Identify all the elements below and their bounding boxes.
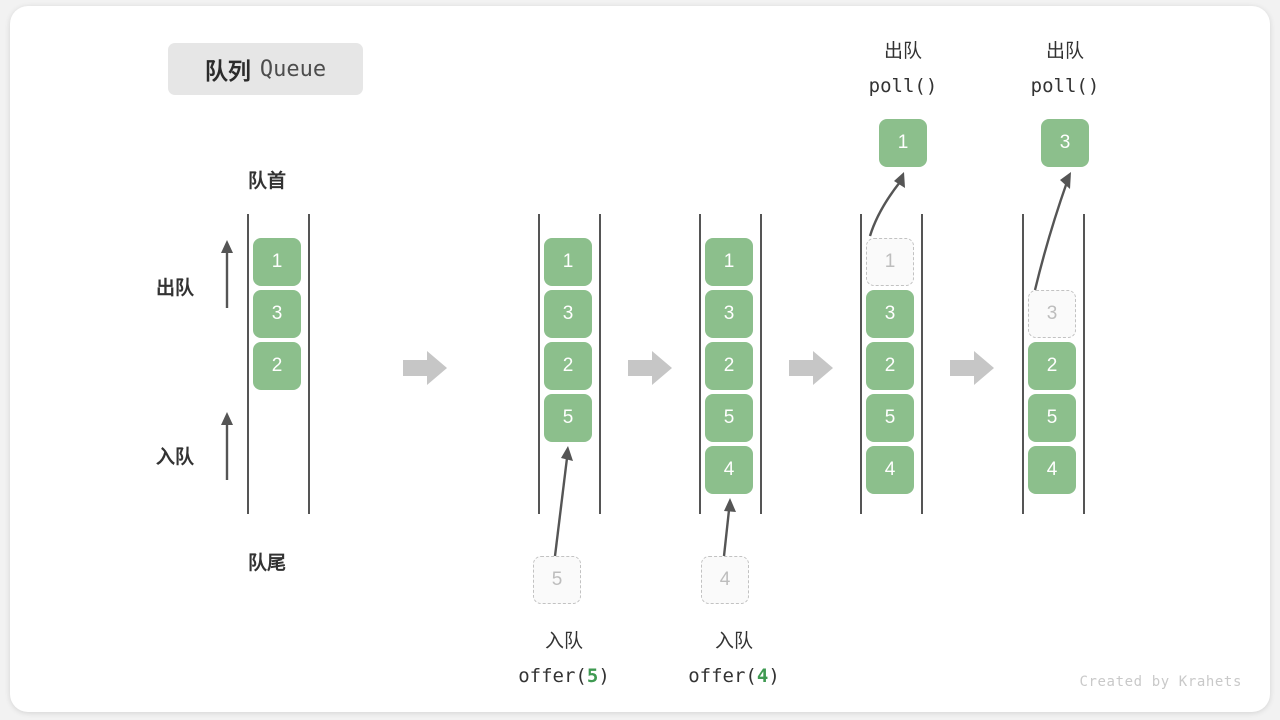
- queue-cell: 5: [544, 394, 592, 442]
- queue-rail-right-2: [599, 214, 601, 514]
- enqueue-arrow-icon: [553, 446, 573, 557]
- diagram-title-pill: 队列 Queue: [168, 43, 363, 95]
- operation-label-poll-3: 出队 poll(): [970, 34, 1160, 104]
- title-chinese: 队列: [204, 58, 251, 84]
- transition-arrow-2: [628, 351, 672, 385]
- queue-cell: 5: [866, 394, 914, 442]
- queue-cell: 2: [705, 342, 753, 390]
- enqueue-up-arrow-icon: [221, 412, 233, 480]
- queue-cell: 3: [253, 290, 301, 338]
- dequeue-up-arrow-icon: [221, 240, 233, 308]
- operation-label-offer-4: 入队 offer(4): [639, 624, 829, 694]
- rear-label: 队尾: [248, 553, 287, 574]
- queue-cell-ghost: 1: [866, 238, 914, 286]
- queue-rail-left-3: [699, 214, 701, 514]
- diagram-card: 队列 Queue 队首 队尾 出队 入队 1 3 2 1 3 2 5 5 入队 …: [10, 6, 1270, 712]
- queue-rail-left-2: [538, 214, 540, 514]
- operation-label-poll-1: 出队 poll(): [808, 34, 998, 104]
- operation-label-offer-5: 入队 offer(5): [469, 624, 659, 694]
- queue-rail-left-1: [247, 214, 249, 514]
- incoming-ghost-cell: 4: [701, 556, 749, 604]
- queue-rail-right-3: [760, 214, 762, 514]
- queue-cell: 5: [1028, 394, 1076, 442]
- enqueue-side-label: 入队: [156, 447, 195, 468]
- queue-cell: 1: [705, 238, 753, 286]
- operation-label-cn: 出队: [883, 41, 922, 62]
- queue-cell: 3: [866, 290, 914, 338]
- queue-rail-left-5: [1022, 214, 1024, 514]
- title-english: Queue: [259, 56, 327, 82]
- dequeue-side-label: 出队: [156, 278, 195, 299]
- queue-rail-right-5: [1083, 214, 1085, 514]
- queue-cell: 2: [544, 342, 592, 390]
- operation-label-cn: 出队: [1045, 41, 1084, 62]
- transition-arrow-4: [950, 351, 994, 385]
- queue-cell: 4: [705, 446, 753, 494]
- queue-cell: 1: [544, 238, 592, 286]
- queue-rail-right-4: [921, 214, 923, 514]
- queue-cell: 2: [1028, 342, 1076, 390]
- operation-label-code: offer(4): [688, 665, 780, 687]
- footer-credit: Created by Krahets: [1079, 674, 1242, 690]
- queue-rail-left-4: [860, 214, 862, 514]
- transition-arrow-1: [403, 351, 447, 385]
- queue-cell: 1: [253, 238, 301, 286]
- popped-cell: 3: [1041, 119, 1089, 167]
- queue-cell: 5: [705, 394, 753, 442]
- operation-label-code: offer(5): [518, 665, 610, 687]
- incoming-ghost-cell: 5: [533, 556, 581, 604]
- queue-cell: 2: [866, 342, 914, 390]
- transition-arrow-3: [789, 351, 833, 385]
- front-label: 队首: [248, 171, 287, 192]
- operation-label-cn: 入队: [544, 631, 583, 652]
- queue-cell-ghost: 3: [1028, 290, 1076, 338]
- enqueue-arrow-icon: [722, 498, 736, 557]
- popped-cell: 1: [879, 119, 927, 167]
- operation-label-code: poll(): [1030, 75, 1100, 97]
- operation-label-cn: 入队: [714, 631, 753, 652]
- queue-cell: 4: [866, 446, 914, 494]
- queue-cell: 2: [253, 342, 301, 390]
- poll-arrow-icon: [868, 172, 905, 237]
- operation-label-code: poll(): [868, 75, 938, 97]
- poll-arrow-icon: [1033, 172, 1071, 291]
- queue-cell: 4: [1028, 446, 1076, 494]
- queue-cell: 3: [544, 290, 592, 338]
- queue-rail-right-1: [308, 214, 310, 514]
- queue-cell: 3: [705, 290, 753, 338]
